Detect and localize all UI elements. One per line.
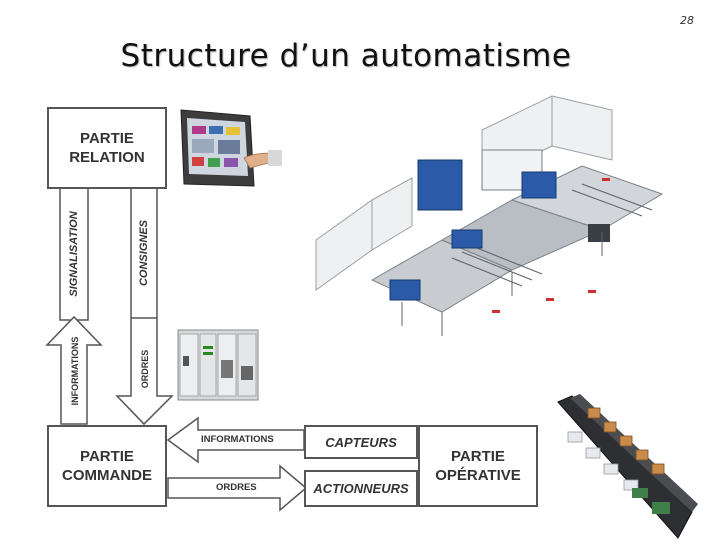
- informations-horizontal-label: INFORMATIONS: [201, 434, 274, 445]
- informations-left-arrow: [166, 416, 305, 464]
- conveyor-illustration: [557, 394, 698, 539]
- actionneurs-box: ACTIONNEURS: [304, 470, 418, 507]
- signalisation-label: SIGNALISATION: [68, 211, 80, 297]
- informations-up-arrow: [45, 315, 103, 425]
- slide-title: Structure d’un automatisme: [0, 38, 720, 74]
- informations-vertical-label: INFORMATIONS: [70, 336, 80, 406]
- plc-module-icon: [177, 329, 259, 401]
- ordres-horizontal-label: ORDRES: [216, 482, 257, 493]
- capteurs-box: CAPTEURS: [304, 425, 418, 459]
- page-number: 28: [680, 14, 694, 27]
- consignes-ordres-down-arrow: [115, 187, 174, 426]
- partie-commande-box: PARTIE COMMANDE: [47, 425, 167, 507]
- ordres-right-arrow: [167, 464, 308, 512]
- consignes-label: CONSIGNES: [138, 219, 150, 287]
- partie-relation-box: PARTIE RELATION: [47, 107, 167, 189]
- ordres-vertical-label: ORDRES: [140, 349, 150, 389]
- slide-title-text: Structure d’un automatisme: [120, 38, 572, 74]
- touchscreen-panel-icon: [180, 109, 282, 187]
- partie-operative-box: PARTIE OPÉRATIVE: [418, 425, 538, 507]
- production-line-illustration: [315, 95, 664, 336]
